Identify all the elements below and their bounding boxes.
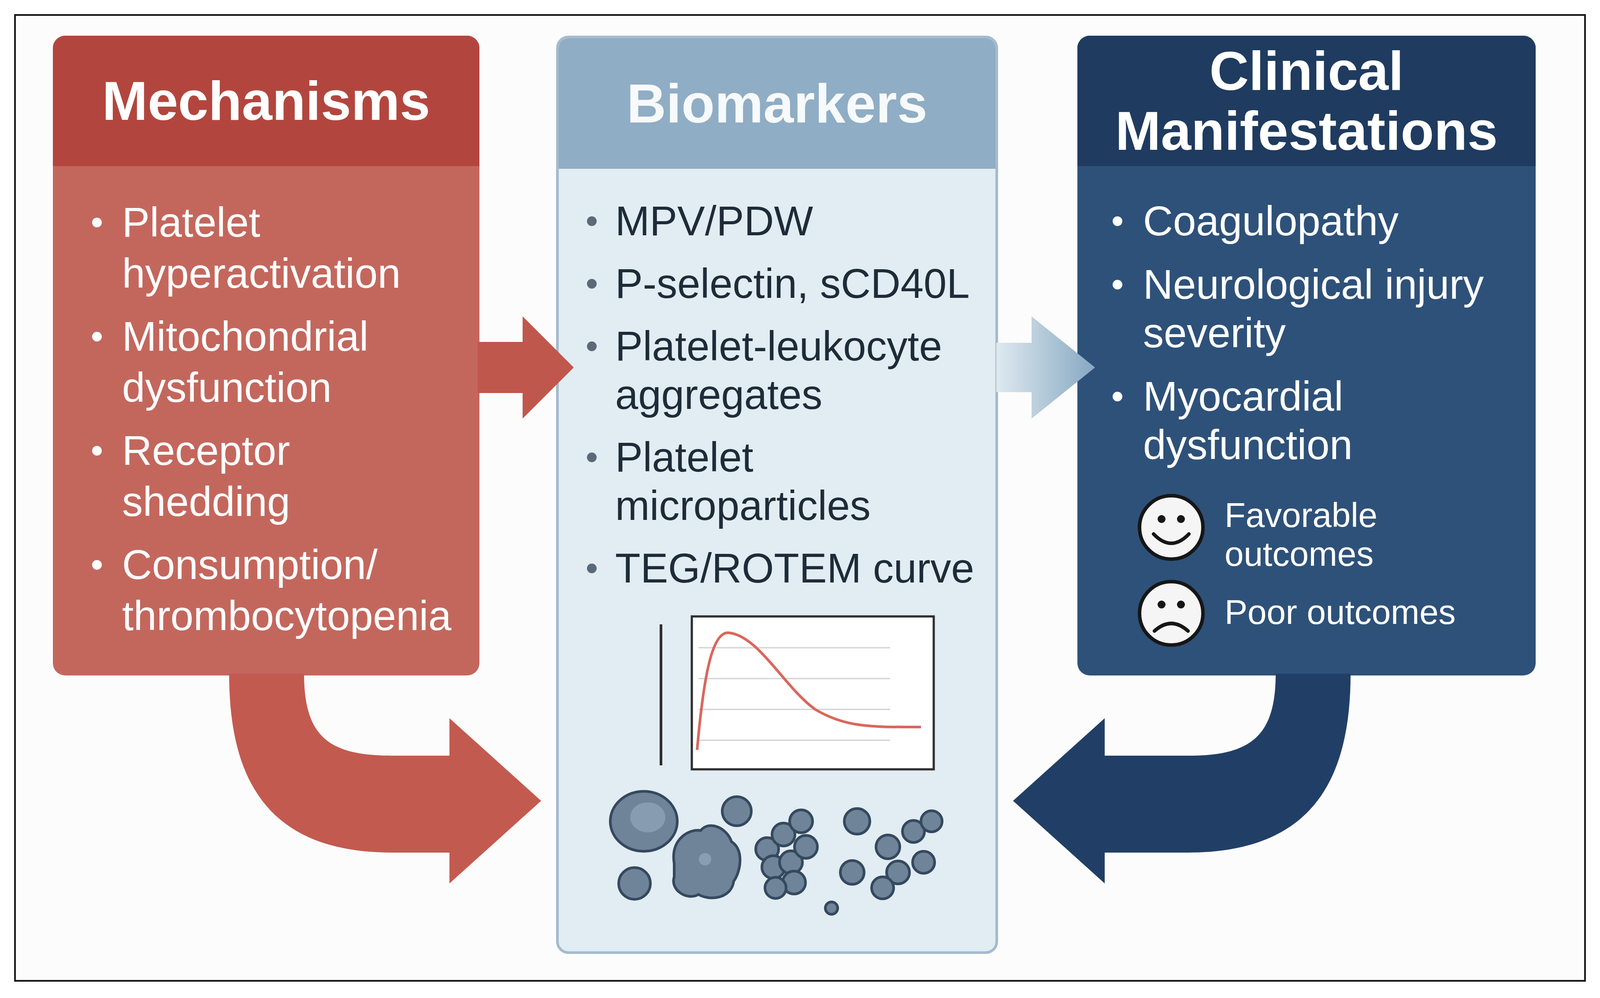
cell	[722, 796, 752, 826]
bullet-list: Platelet hyperactivationMitochondrial dy…	[52, 196, 480, 654]
bullet-dot	[92, 331, 102, 342]
bullet-dot	[586, 278, 597, 289]
face-mouth	[1153, 534, 1189, 544]
panel-box: MechanismsPlatelet hyperactivationMitoch…	[52, 35, 480, 676]
bullet-item: Platelet microparticles	[558, 433, 996, 531]
bullet-text: Myocardial dysfunction	[1143, 372, 1514, 470]
cell	[610, 791, 678, 852]
cell-texture	[630, 802, 666, 833]
face-eye	[1176, 515, 1185, 524]
bullet-dot	[92, 217, 102, 228]
bullet-item: P-selectin, sCD40L	[558, 259, 996, 309]
bullet-dot	[1112, 279, 1123, 290]
bullet-item: Receptor shedding	[52, 425, 480, 528]
bullet-item: TEG/ROTEM curve	[558, 544, 996, 593]
microparticle	[920, 810, 943, 832]
bullet-text: TEG/ROTEM curve	[615, 544, 986, 593]
face-eye	[1157, 515, 1166, 524]
bullet-text: MPV/PDW	[615, 196, 986, 246]
panel-title: Clinical Manifestations	[1095, 40, 1519, 162]
teg-curve	[697, 632, 921, 750]
legend-label: Poor outcomes	[1224, 592, 1498, 632]
microparticle	[825, 902, 838, 915]
microparticle	[871, 876, 894, 899]
bullet-dot	[586, 216, 597, 227]
grid-line	[698, 678, 891, 680]
bullet-dot	[1112, 391, 1123, 402]
panel-title: Biomarkers	[626, 73, 928, 134]
cell-texture	[698, 853, 712, 866]
bullet-list: MPV/PDW P-selectin, sCD40L Platelet-leukoc…	[558, 196, 996, 607]
bullet-item: Myocardial dysfunction	[1077, 372, 1536, 470]
bullet-text: Platelet hyperactivation	[122, 196, 462, 300]
platelet-cells	[610, 791, 943, 915]
bullet-item: Mitochondrial dysfunction	[52, 311, 480, 414]
bullet-text: Receptor shedding	[122, 425, 462, 528]
microparticle	[876, 835, 900, 859]
bullet-item: Neurological injury severity	[1077, 260, 1536, 358]
bullet-text: Consumption/ thrombocytopenia	[122, 539, 462, 642]
teg-chart	[660, 616, 934, 770]
cell	[618, 867, 651, 900]
face-outline	[1139, 581, 1203, 646]
panel-header: Mechanisms	[52, 35, 480, 167]
bullet-dot	[586, 341, 597, 352]
happy-face	[1139, 495, 1203, 560]
bullet-item: Platelet-leukocyte aggregates	[558, 322, 996, 420]
legend-label: Favorable outcomes	[1224, 495, 1410, 574]
bullet-list: CoagulopathyNeurological injury severity…	[1077, 196, 1536, 485]
bullet-item: Consumption/ thrombocytopenia	[52, 539, 480, 642]
block-arrow	[1013, 673, 1351, 884]
panel-box: Clinical ManifestationsCoagulopathyNeuro…	[1077, 35, 1536, 676]
block-arrow	[229, 673, 542, 884]
microparticle	[840, 860, 865, 885]
bullet-text: Mitochondrial dysfunction	[122, 311, 462, 414]
block-arrow	[996, 316, 1096, 419]
chart-frame	[691, 616, 934, 770]
bullet-dot	[586, 452, 597, 463]
microparticle	[844, 808, 870, 835]
bullet-item: Platelet hyperactivation	[52, 196, 480, 300]
bullet-text: Platelet microparticles	[615, 433, 986, 531]
grid-line	[698, 709, 891, 711]
bullet-dot	[92, 445, 102, 456]
bullet-text: P-selectin, sCD40L	[615, 259, 986, 309]
bullet-dot	[92, 560, 102, 570]
bullet-text: Neurological injury severity	[1143, 260, 1514, 358]
aggregate-cell	[789, 809, 813, 833]
bullet-text: Coagulopathy	[1143, 196, 1514, 246]
bullet-text: Platelet-leukocyte aggregates	[615, 322, 986, 420]
bullet-item: Coagulopathy	[1077, 196, 1536, 246]
bullet-dot	[586, 563, 597, 574]
grid-line	[698, 647, 891, 649]
axis-line	[659, 624, 663, 766]
face-eye	[1176, 600, 1185, 609]
bullet-item: MPV/PDW	[558, 196, 996, 246]
bullet-dot	[1112, 216, 1123, 227]
face-outline	[1139, 495, 1203, 560]
microparticle	[912, 851, 935, 874]
face-eye	[1157, 600, 1166, 609]
face-mouth	[1154, 623, 1188, 632]
panel-header: Biomarkers	[558, 38, 996, 169]
sad-face	[1139, 581, 1203, 646]
grid-line	[698, 739, 891, 742]
block-arrow	[477, 316, 574, 419]
aggregate-cell	[764, 877, 787, 899]
aggregate-cell	[794, 835, 818, 859]
activated-platelet	[673, 825, 740, 899]
panel-header: Clinical Manifestations	[1077, 35, 1536, 167]
panel-title: Mechanisms	[102, 70, 431, 131]
